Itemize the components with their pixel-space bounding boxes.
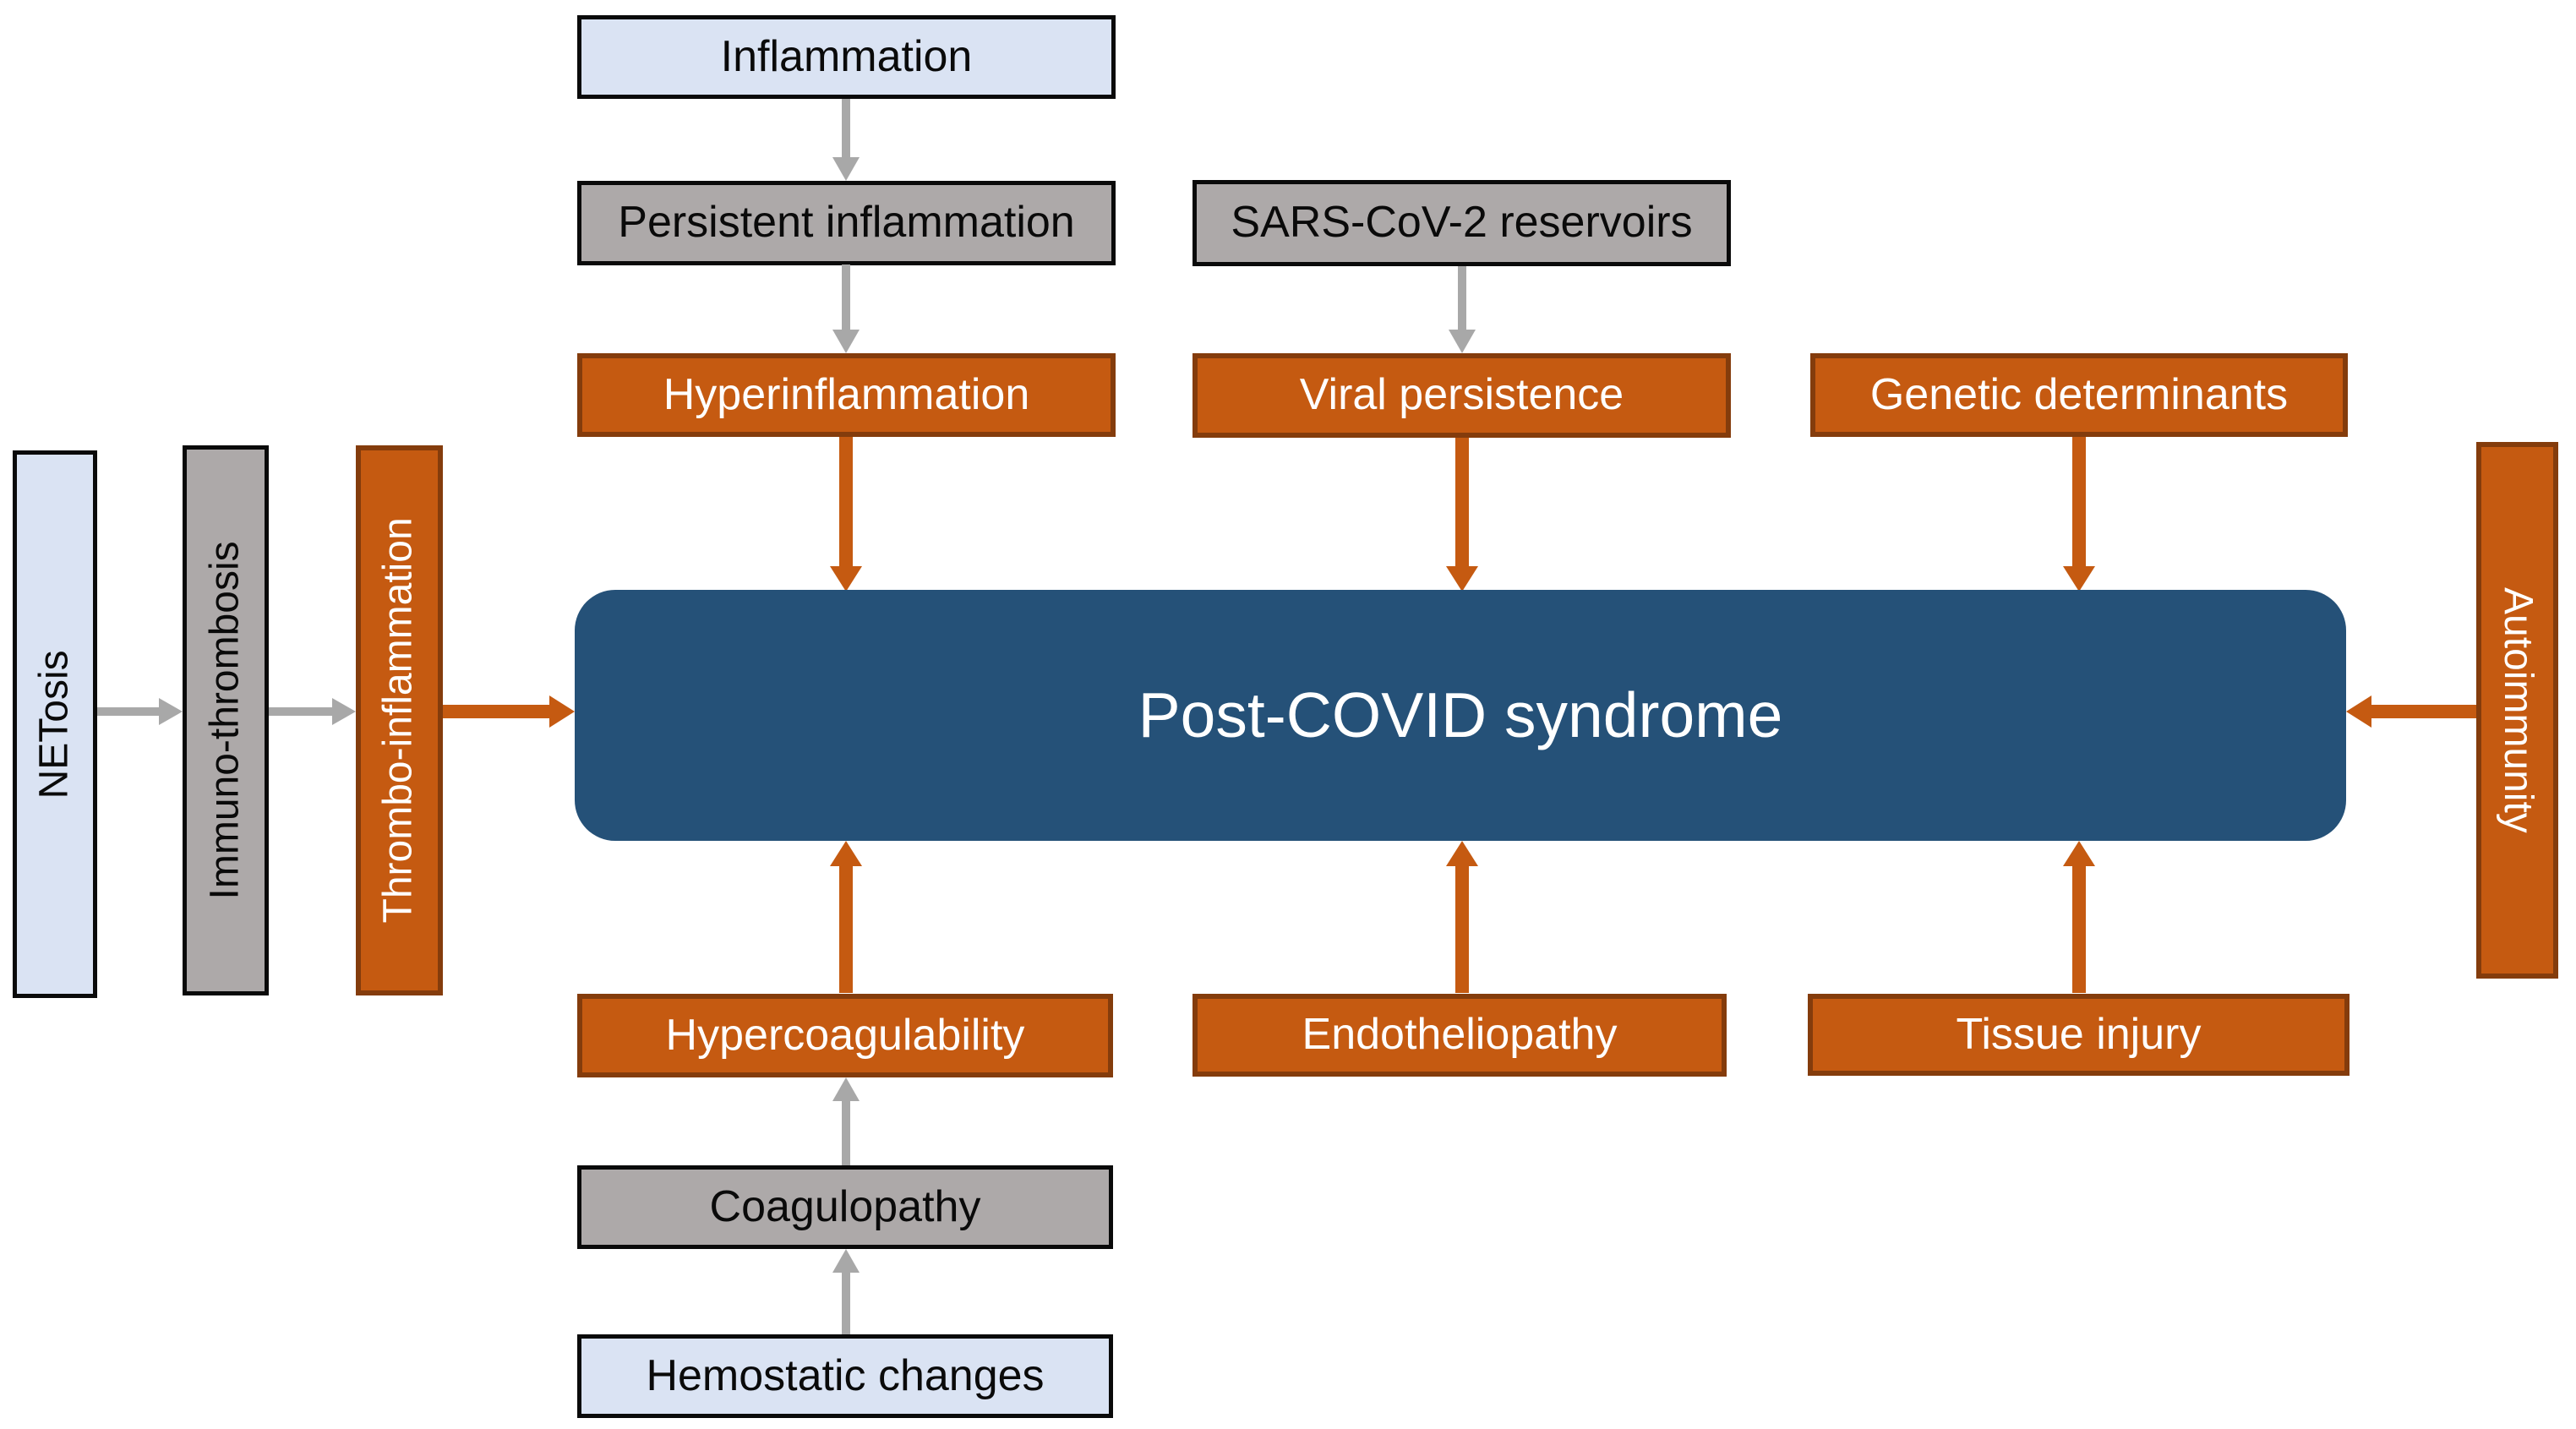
arrowhead-endotheliopathy-to-center xyxy=(1446,841,1478,866)
connector-endotheliopathy-to-center xyxy=(1455,866,1469,993)
connector-persistent-inflammation-to-hyperinflammation xyxy=(842,265,850,330)
connector-tissue-injury-to-center xyxy=(2072,866,2086,993)
node-thrombo-inflammation-label: Thrombo-inflammation xyxy=(376,517,422,924)
arrowhead-sars-reservoirs-to-viral-persistence xyxy=(1449,330,1476,353)
node-persistent-inflammation-label: Persistent inflammation xyxy=(618,198,1075,248)
arrowhead-thrombo-inflammation-to-center xyxy=(549,695,575,728)
node-netosis-label: NETosis xyxy=(31,649,77,799)
arrowhead-autoimmunity-to-center xyxy=(2346,695,2371,728)
arrowhead-inflammation-to-persistent-inflammation xyxy=(832,157,860,181)
connector-netosis-to-immuno-thrombosis xyxy=(97,707,159,716)
arrowhead-coagulopathy-to-hypercoagulability xyxy=(832,1077,860,1101)
connector-autoimmunity-to-center xyxy=(2371,705,2476,718)
arrowhead-hypercoagulability-to-center xyxy=(830,841,862,866)
connector-thrombo-inflammation-to-center xyxy=(443,705,549,718)
connector-hyperinflammation-to-center xyxy=(839,437,853,566)
node-persistent-inflammation: Persistent inflammation xyxy=(577,181,1116,265)
node-genetic-determinants: Genetic determinants xyxy=(1810,353,2348,437)
connector-inflammation-to-persistent-inflammation xyxy=(842,99,850,157)
arrowhead-hyperinflammation-to-center xyxy=(830,566,862,592)
node-hemostatic-changes-label: Hemostatic changes xyxy=(646,1350,1045,1400)
node-post-covid-syndrome-label: Post-COVID syndrome xyxy=(1138,679,1783,751)
node-coagulopathy: Coagulopathy xyxy=(577,1165,1113,1249)
node-hypercoagulability: Hypercoagulability xyxy=(577,994,1113,1077)
node-endotheliopathy-label: Endotheliopathy xyxy=(1302,1010,1618,1060)
connector-hemostatic-changes-to-coagulopathy xyxy=(842,1273,850,1334)
connector-hypercoagulability-to-center xyxy=(839,866,853,993)
node-sars-cov-2-reservoirs: SARS-CoV-2 reservoirs xyxy=(1192,180,1731,266)
node-viral-persistence: Viral persistence xyxy=(1192,353,1731,438)
node-post-covid-syndrome: Post-COVID syndrome xyxy=(575,590,2346,841)
arrowhead-hemostatic-changes-to-coagulopathy xyxy=(832,1249,860,1273)
node-hyperinflammation: Hyperinflammation xyxy=(577,353,1116,437)
node-immuno-thrombosis: Immuno-thrombosis xyxy=(183,445,269,995)
node-coagulopathy-label: Coagulopathy xyxy=(709,1181,981,1231)
node-tissue-injury-label: Tissue injury xyxy=(1956,1009,2202,1059)
connector-immuno-thrombosis-to-thrombo-inflammation xyxy=(269,707,332,716)
connector-coagulopathy-to-hypercoagulability xyxy=(842,1101,850,1165)
connector-genetic-determinants-to-center xyxy=(2072,437,2086,566)
arrowhead-netosis-to-immuno-thrombosis xyxy=(159,698,183,725)
node-endotheliopathy: Endotheliopathy xyxy=(1192,994,1727,1077)
node-autoimmunity: Autoimmunity xyxy=(2476,442,2558,979)
node-inflammation: Inflammation xyxy=(577,15,1116,99)
node-tissue-injury: Tissue injury xyxy=(1808,994,2350,1076)
arrowhead-viral-persistence-to-center xyxy=(1446,566,1478,592)
node-inflammation-label: Inflammation xyxy=(720,31,973,81)
node-viral-persistence-label: Viral persistence xyxy=(1299,370,1624,420)
node-hemostatic-changes: Hemostatic changes xyxy=(577,1334,1113,1418)
connector-viral-persistence-to-center xyxy=(1455,438,1469,566)
arrowhead-immuno-thrombosis-to-thrombo-inflammation xyxy=(332,698,356,725)
node-sars-cov-2-reservoirs-label: SARS-CoV-2 reservoirs xyxy=(1231,198,1693,248)
node-thrombo-inflammation: Thrombo-inflammation xyxy=(356,445,443,995)
node-genetic-determinants-label: Genetic determinants xyxy=(1869,369,2289,419)
node-immuno-thrombosis-label: Immuno-thrombosis xyxy=(202,541,248,900)
arrowhead-genetic-determinants-to-center xyxy=(2063,566,2095,592)
arrowhead-tissue-injury-to-center xyxy=(2063,841,2095,866)
node-autoimmunity-label: Autoimmunity xyxy=(2495,587,2541,833)
node-netosis: NETosis xyxy=(13,450,97,998)
arrowhead-persistent-inflammation-to-hyperinflammation xyxy=(832,330,860,353)
connector-sars-reservoirs-to-viral-persistence xyxy=(1458,266,1466,330)
node-hypercoagulability-label: Hypercoagulability xyxy=(665,1010,1025,1060)
node-hyperinflammation-label: Hyperinflammation xyxy=(663,369,1030,419)
